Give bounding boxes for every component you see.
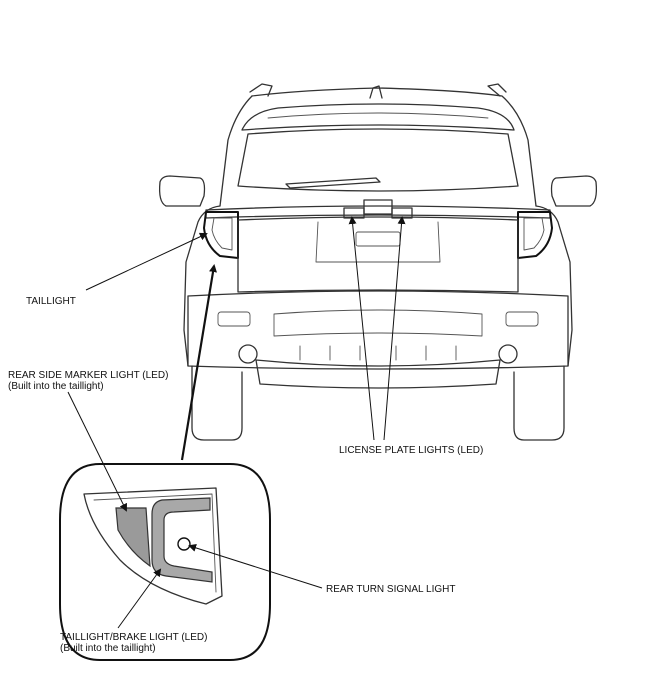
leader-taillight-brake <box>117 568 162 629</box>
rear-spoiler <box>241 103 515 131</box>
label-taillight: TAILLIGHT <box>26 296 76 307</box>
right-taillight-inner <box>523 217 545 251</box>
right-mirror <box>550 175 598 207</box>
body-right-side <box>535 205 573 367</box>
leader-taillight <box>85 232 208 291</box>
license-plate-recess <box>315 221 441 263</box>
right-taillight <box>517 211 553 259</box>
enlarged-taillight-housing <box>83 487 223 605</box>
tailgate-lower-panel <box>237 216 519 293</box>
label-license-plate-lights: LICENSE PLATE LIGHTS (LED) <box>339 445 483 456</box>
rear-side-marker-light <box>115 507 151 568</box>
underbody-detail <box>299 345 457 361</box>
leader-rear-turn-signal <box>188 544 323 589</box>
rear-window <box>237 128 519 192</box>
left-taillight-inner <box>211 217 233 251</box>
leader-rear-side-marker <box>67 391 127 512</box>
right-exhaust <box>498 344 518 364</box>
label-rear-side-marker-line1: REAR SIDE MARKER LIGHT (LED) <box>8 370 168 381</box>
spoiler-edge <box>267 112 489 119</box>
taillight-brake-light <box>151 497 213 583</box>
roof-antenna <box>369 85 383 99</box>
leader-license-plate-right <box>383 216 406 441</box>
left-reflector <box>217 311 251 327</box>
taillight-detail-callout <box>59 463 271 661</box>
rear-wiper <box>285 177 381 189</box>
enlarged-housing-inner-edge <box>93 493 217 593</box>
left-mirror <box>158 175 206 207</box>
tailgate-upper-bar <box>205 205 551 219</box>
body-left-side <box>183 205 221 367</box>
vehicle-rear-view <box>158 83 598 441</box>
left-taillight <box>203 211 239 259</box>
label-rear-turn-signal: REAR TURN SIGNAL LIGHT <box>326 584 455 595</box>
rear-bumper <box>187 290 569 370</box>
labels: TAILLIGHT REAR SIDE MARKER LIGHT (LED) (… <box>8 296 483 654</box>
right-roof-rail <box>487 83 507 97</box>
rear-diffuser <box>255 359 501 389</box>
leader-callout-to-taillight <box>180 264 217 461</box>
right-reflector <box>505 311 539 327</box>
leader-license-plate-left <box>348 216 375 441</box>
right-tire <box>513 365 565 441</box>
roof-outline-left <box>219 95 253 207</box>
label-rear-side-marker-line2: (Built into the taillight) <box>8 381 104 392</box>
label-taillight-brake-line1: TAILLIGHT/BRAKE LIGHT (LED) <box>60 632 207 643</box>
callout-frame <box>59 463 271 661</box>
rear-turn-signal-light <box>177 537 191 551</box>
rear-emblem <box>363 199 393 215</box>
left-roof-rail <box>249 83 273 97</box>
leader-lines <box>67 216 406 629</box>
left-tire <box>191 365 243 441</box>
roof-outline-right <box>251 87 537 207</box>
label-taillight-brake-line2: (Built into the taillight) <box>60 643 156 654</box>
tailgate-handle <box>355 231 401 247</box>
bumper-step-pad <box>273 309 483 337</box>
left-exhaust <box>238 344 258 364</box>
